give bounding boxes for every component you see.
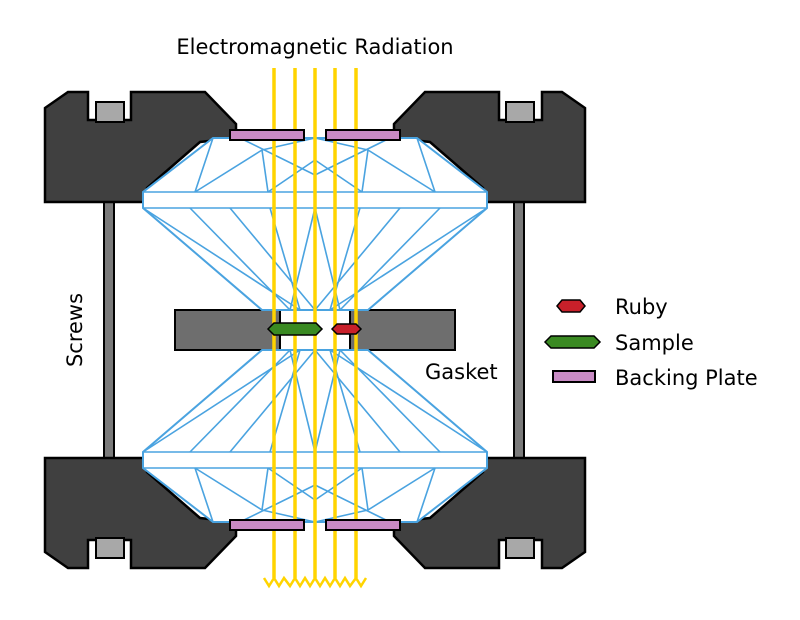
- screw-head-top-left: [95, 101, 125, 123]
- screw-head-bottom-left: [95, 537, 125, 559]
- legend-sample-label: Sample: [615, 331, 694, 355]
- sample-in-cell: [266, 322, 324, 336]
- legend: Ruby Sample Backing Plate: [543, 295, 758, 390]
- backing-plate-bottom-right: [325, 519, 401, 531]
- screw-head-bottom-right: [505, 537, 535, 559]
- backing-plate-top-left: [229, 129, 305, 141]
- legend-ruby-label: Ruby: [615, 295, 668, 319]
- screws-label: Screws: [63, 293, 87, 367]
- screw-head-top-right: [505, 101, 535, 123]
- legend-sample-swatch: [543, 335, 602, 349]
- gasket-left: [174, 309, 281, 351]
- ruby-in-cell: [330, 323, 363, 335]
- gasket-label: Gasket: [425, 360, 498, 384]
- screw-right: [513, 199, 525, 463]
- backing-plate-top-right: [325, 129, 401, 141]
- diagram-title: Electromagnetic Radiation: [176, 35, 453, 59]
- gasket-right: [349, 309, 456, 351]
- backing-plate-bottom-left: [229, 519, 305, 531]
- legend-backing-plate-swatch: [552, 370, 596, 383]
- legend-backing-plate-label: Backing Plate: [615, 366, 758, 390]
- legend-ruby-swatch: [556, 299, 586, 313]
- screw-left: [103, 199, 115, 463]
